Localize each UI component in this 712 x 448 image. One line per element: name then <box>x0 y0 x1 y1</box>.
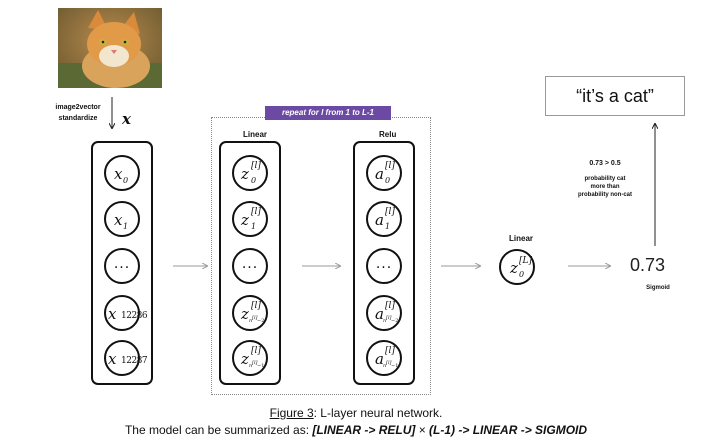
formula-part-b: (L-1) -> LINEAR -> SIGMOID <box>429 423 588 437</box>
caption-prefix: The model can be summarized as: <box>124 423 313 437</box>
node-superscript: [l] <box>385 161 395 171</box>
node-superscript: [l] <box>251 161 261 171</box>
node-subscript: 12286 <box>121 311 148 321</box>
node-symbol: x <box>114 211 123 229</box>
node-symbol: z <box>241 165 249 183</box>
linear-node: ... <box>232 248 268 284</box>
decision-explanation: probability cat more than probability no… <box>578 176 632 198</box>
ellipsis: ... <box>375 256 393 272</box>
relu-node: a[l] 1 <box>366 201 402 237</box>
relu-node: a[l]n[l]−2 <box>366 295 402 331</box>
node-subscript: 0 <box>385 176 391 185</box>
input-node: x 12287 <box>104 340 148 376</box>
linear-node: z[l]n[l]−2 <box>232 295 268 331</box>
node-symbol: z <box>241 350 249 368</box>
node-symbol: a <box>375 350 384 368</box>
node-subscript-tail: −2 <box>391 318 399 324</box>
node-symbol: z <box>241 305 249 323</box>
repeat-banner: repeat for l from 1 to L-1 <box>265 106 391 120</box>
node-symbol: x <box>108 350 117 368</box>
formula-part-a: [LINEAR -> RELU] <box>312 423 416 437</box>
ellipsis: ... <box>241 256 259 272</box>
final-node-sup: [L] <box>519 256 532 266</box>
node-subscript: 1 <box>123 222 129 231</box>
input-preprocess-label: image2vector standardize <box>55 104 101 122</box>
node-subscript: 1 <box>251 222 257 231</box>
node-subscript-sup: [l] <box>252 360 258 366</box>
node-symbol: a <box>375 165 384 183</box>
probability-value: 0.73 <box>630 255 666 275</box>
relu-node: ... <box>366 248 402 284</box>
node-symbol: a <box>375 305 384 323</box>
linear-node: z[l]n[l]−1 <box>232 340 268 376</box>
node-subscript-sup: [l] <box>252 315 258 321</box>
caption-line-1: Figure 3: L-layer neural network. <box>0 405 712 422</box>
node-symbol: z <box>241 211 249 229</box>
node-subscript: 0 <box>123 176 129 185</box>
caption-text: : L-layer neural network. <box>313 406 443 420</box>
node-subscript-tail: −2 <box>257 318 265 324</box>
relu-column-title: Relu <box>379 130 397 139</box>
node-superscript: [l] <box>251 301 261 311</box>
node-symbol: x <box>108 305 117 323</box>
output-prediction-box: “it’s a cat” <box>545 76 685 116</box>
node-superscript: [l] <box>251 346 261 356</box>
linear-node: z[l] 0 <box>232 155 268 191</box>
ellipsis: ... <box>113 256 131 272</box>
threshold-text: 0.73 > 0.5 <box>589 160 621 167</box>
linear-column-title: Linear <box>243 130 268 139</box>
cat-photo <box>58 8 162 88</box>
relu-node: a[l]n[l]−1 <box>366 340 402 376</box>
node-superscript: [l] <box>385 346 395 356</box>
input-node: x 12286 <box>104 295 148 331</box>
formula-times: × <box>415 423 430 437</box>
caption-line-2: The model can be summarized as: [LINEAR … <box>0 422 712 439</box>
node-superscript: [l] <box>385 207 395 217</box>
node-subscript: 12287 <box>121 356 148 366</box>
final-node-sub: 0 <box>519 270 525 279</box>
input-x-symbol: x <box>122 110 131 128</box>
node-superscript: [l] <box>251 207 261 217</box>
node-symbol: a <box>375 211 384 229</box>
final-node-z0: z 0 [L] <box>499 249 535 285</box>
node-symbol: x <box>114 165 123 183</box>
node-subscript-n: n <box>383 318 387 324</box>
node-subscript-sup: [l] <box>386 360 392 366</box>
input-node: ... <box>104 248 140 284</box>
figure-link[interactable]: Figure 3 <box>269 406 314 420</box>
sigmoid-label: Sigmoid <box>646 285 670 291</box>
relu-node: a[l] 0 <box>366 155 402 191</box>
final-linear-label: Linear <box>509 234 534 243</box>
node-subscript-n: n <box>383 363 387 369</box>
node-subscript-n: n <box>249 318 253 324</box>
node-subscript-tail: −1 <box>257 363 265 369</box>
node-subscript-n: n <box>249 363 253 369</box>
linear-node: z[l] 1 <box>232 201 268 237</box>
figure-caption: Figure 3: L-layer neural network. The mo… <box>0 405 712 439</box>
node-subscript-tail: −1 <box>391 363 399 369</box>
node-subscript: 0 <box>251 176 257 185</box>
node-superscript: [l] <box>385 301 395 311</box>
node-subscript: 1 <box>385 222 391 231</box>
node-subscript-sup: [l] <box>386 315 392 321</box>
final-node-base: z <box>510 259 518 277</box>
